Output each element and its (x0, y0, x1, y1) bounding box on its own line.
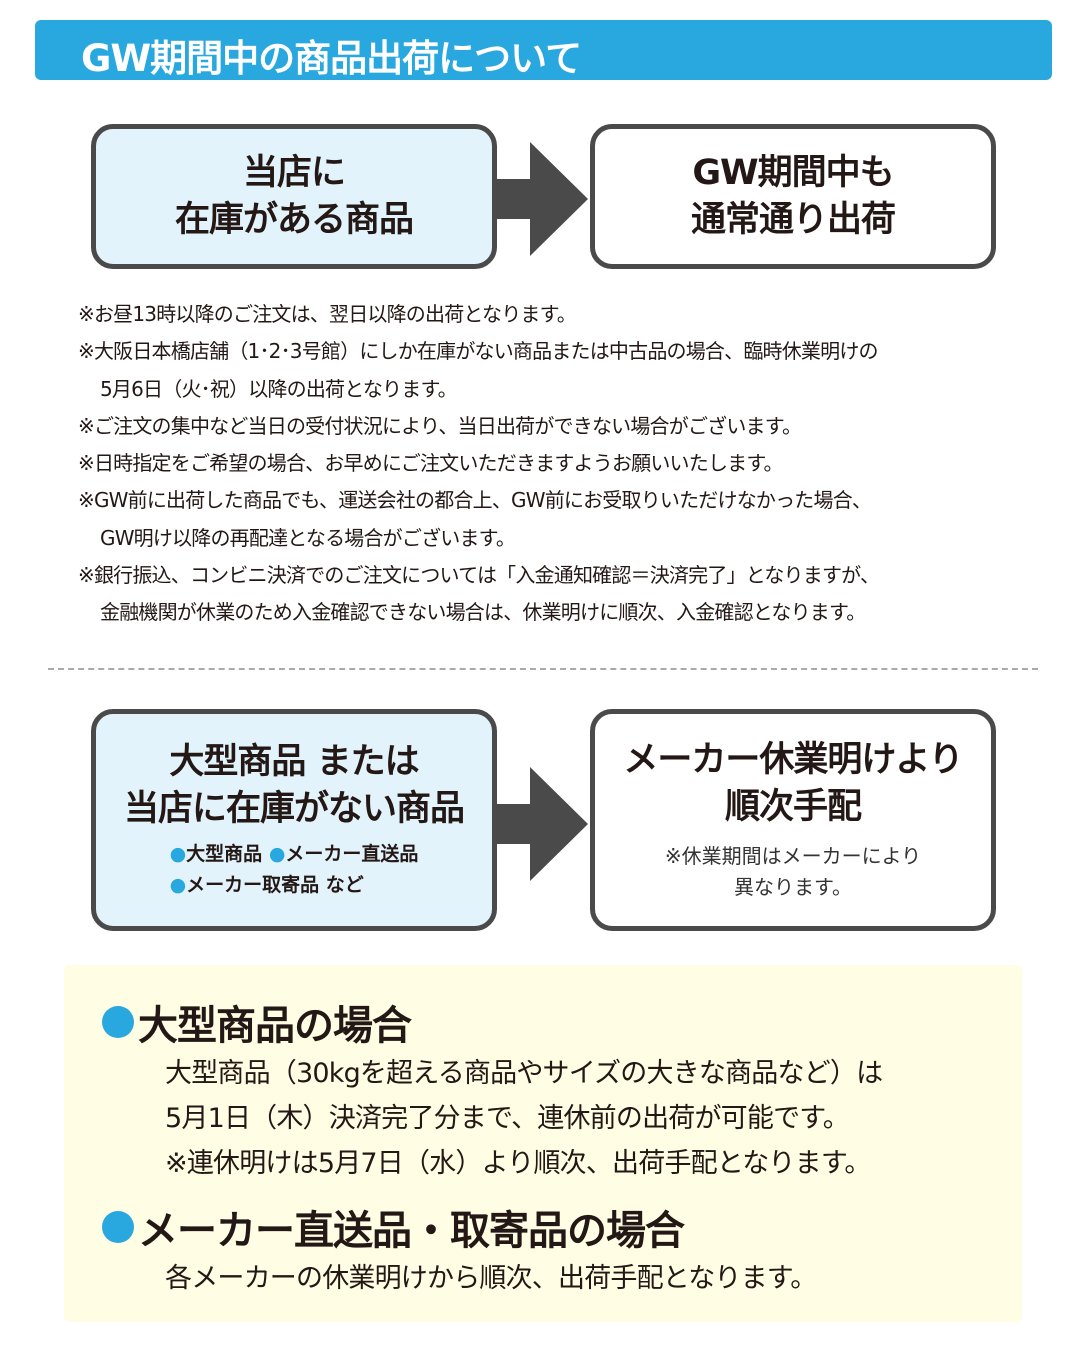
box-line: 順次手配 (724, 787, 862, 827)
arrow-right-icon (497, 142, 588, 256)
bullet-icon: ● (268, 843, 286, 865)
body-line: 各メーカーの休業明けから順次、出荷手配となります。 (165, 1263, 817, 1294)
body-line: 大型商品（30kgを超える商品やサイズの大きな商品など）は (165, 1058, 883, 1089)
bullet-icon (102, 1211, 134, 1243)
section-heading: メーカー直送品・取寄品の場合 (102, 1198, 685, 1256)
heading-text: 大型商品の場合 (138, 1003, 412, 1049)
note-line: ※休業期間はメーカーにより (664, 844, 922, 868)
section-body: 大型商品（30kgを超える商品やサイズの大きな商品など）は 5月1日（木）決済完… (165, 1051, 883, 1186)
note: ※銀行振込、コンビニ決済でのご注文については「入金通知確認＝決済完了」となります… (78, 563, 880, 588)
note: ※お昼13時以降のご注文は、翌日以降の出荷となります。 (78, 302, 577, 326)
note: ※日時指定をご希望の場合、お早めにご注文いただきますようお願いいたします。 (78, 451, 784, 476)
page-title: GW期間中の商品出荷について (81, 37, 582, 80)
details-panel: 大型商品の場合 大型商品（30kgを超える商品やサイズの大きな商品など）は 5月… (64, 965, 1022, 1322)
box-line: 通常通り出荷 (690, 199, 896, 240)
note-line: 異なります。 (733, 875, 852, 899)
note: 5月6日（火･祝）以降の出荷となります。 (100, 376, 458, 401)
in-stock-box: 当店に 在庫がある商品 (91, 124, 497, 269)
body-line: 5月1日（木）決済完了分まで、連休前の出荷が可能です。 (165, 1103, 850, 1134)
header-banner: GW期間中の商品出荷について (35, 20, 1052, 80)
box-line: メーカー休業明けより (623, 740, 963, 780)
maker-note: ※休業期間はメーカーにより 異なります。 (665, 841, 921, 903)
item: メーカー直送品 (285, 843, 419, 865)
note: 金融機関が休業のため入金確認できない場合は、休業明けに順次、入金確認となります。 (100, 600, 866, 625)
box-line: 在庫がある商品 (174, 199, 414, 240)
bullet-icon: ● (169, 874, 187, 896)
heading-text: メーカー直送品・取寄品の場合 (138, 1208, 685, 1254)
large-items-box: 大型商品 または 当店に在庫がない商品 ●大型商品 ●メーカー直送品 ●メーカー… (91, 709, 497, 931)
box-line: 当店に (242, 152, 346, 193)
notes-list: ※お昼13時以降のご注文は、翌日以降の出荷となります。 ※大阪日本橋店舗（1･2… (78, 296, 880, 632)
normal-shipping-box: GW期間中も 通常通り出荷 (590, 124, 996, 269)
bullet-icon (102, 1006, 134, 1038)
section-body: 各メーカーの休業明けから順次、出荷手配となります。 (165, 1256, 817, 1301)
arrow-right-icon (497, 767, 588, 881)
box-line: 大型商品 または (169, 742, 419, 782)
maker-box: メーカー休業明けより 順次手配 ※休業期間はメーカーにより 異なります。 (590, 709, 996, 931)
note: ※GW前に出荷した商品でも、運送会社の都合上、GW前にお受取りいただけなかった場… (78, 488, 872, 513)
section-heading: 大型商品の場合 (102, 993, 412, 1051)
box-line: 当店に在庫がない商品 (123, 789, 465, 829)
divider (48, 668, 1038, 670)
note: ※ご注文の集中など当日の受付状況により、当日出荷ができない場合がございます。 (78, 413, 802, 438)
item: メーカー取寄品 など (186, 874, 364, 896)
item: 大型商品 (186, 843, 263, 865)
body-line: ※連休明けは5月7日（水）より順次、出荷手配となります。 (165, 1148, 871, 1179)
note: ※大阪日本橋店舗（1･2･3号館）にしか在庫がない商品または中古品の場合、臨時休… (78, 339, 879, 364)
box-line: GW期間中も (692, 152, 894, 193)
item-types: ●大型商品 ●メーカー直送品 ●メーカー取寄品 など (170, 839, 419, 901)
bullet-icon: ● (169, 843, 187, 865)
note: GW明け以降の再配達となる場合がございます。 (100, 525, 516, 550)
